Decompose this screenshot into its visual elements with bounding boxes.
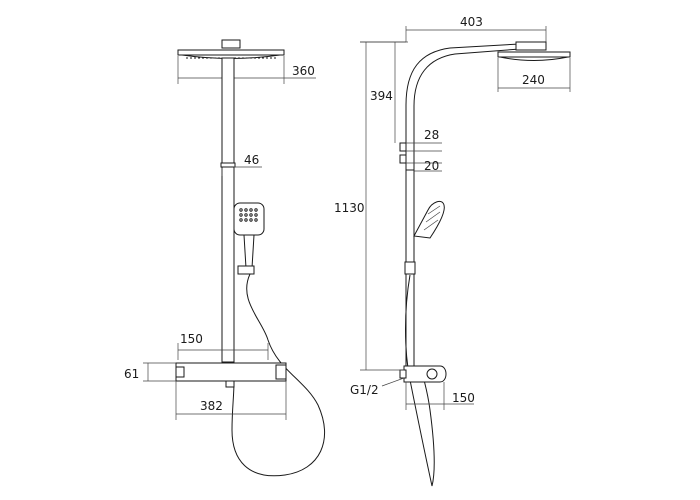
wall-bracket-detail: 28 20 <box>399 128 442 173</box>
side-thermostat <box>399 365 447 383</box>
dim-382-label: 382 <box>200 399 223 413</box>
dim-20-label: 20 <box>424 159 439 173</box>
dim-240-label: 240 <box>522 73 545 87</box>
thermostat-height-dimension: 61 <box>124 362 176 382</box>
bracket-spacing-dimension: 150 <box>177 332 269 360</box>
riser-pipe: 46 <box>220 57 262 363</box>
shower-hose <box>231 273 326 477</box>
dim-150-side-label: 150 <box>452 391 475 405</box>
side-shower-arm <box>405 41 571 170</box>
dim-61-label: 61 <box>124 367 139 381</box>
dim-46-label: 46 <box>244 153 259 167</box>
arm-reach-dimension: 403 <box>405 15 547 46</box>
side-riser-pipe <box>404 169 416 371</box>
overhead-shower-head <box>177 39 285 59</box>
total-height-dimension: 1130 <box>334 41 406 371</box>
head-width-dimension: 360 <box>177 56 316 84</box>
front-view: 360 46 <box>124 39 326 477</box>
dim-150-front-label: 150 <box>180 332 203 346</box>
dim-1130-label: 1130 <box>334 201 365 215</box>
side-head-diameter-dimension: 240 <box>497 58 571 92</box>
thermostat-bar <box>175 362 287 388</box>
g-thread-label: G1/2 <box>350 383 379 397</box>
side-view: 403 240 394 28 <box>334 15 571 487</box>
dim-403-label: 403 <box>460 15 483 29</box>
side-hand-shower <box>413 200 445 239</box>
wall-offset-dimension: 150 <box>405 382 475 410</box>
connection-thread-callout: G1/2 <box>350 377 405 397</box>
dim-394-label: 394 <box>370 89 393 103</box>
head-to-bracket-dimension: 394 <box>360 41 408 143</box>
dim-28-label: 28 <box>424 128 439 142</box>
dim-360-label: 360 <box>292 64 315 78</box>
thermostat-width-dimension: 382 <box>175 381 287 420</box>
hand-shower <box>233 202 265 275</box>
